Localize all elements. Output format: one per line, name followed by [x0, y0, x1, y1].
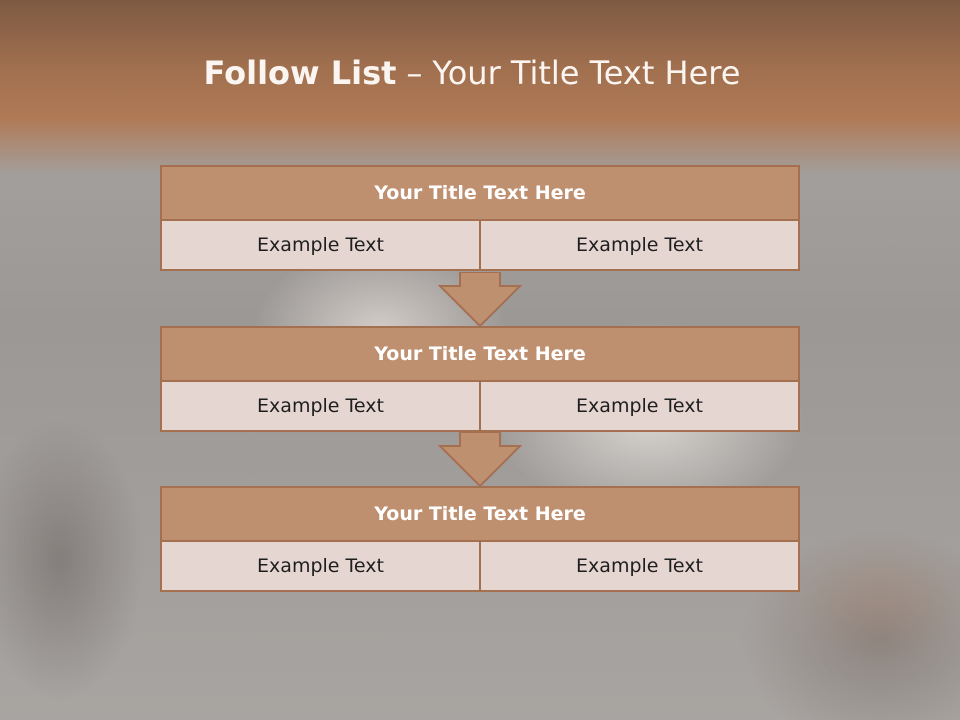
- block-title: Your Title Text Here: [160, 165, 800, 221]
- slide-title-separator: –: [406, 54, 423, 92]
- header-band: [0, 0, 960, 175]
- block-row: Example Text Example Text: [160, 382, 800, 432]
- block-title: Your Title Text Here: [160, 486, 800, 542]
- block-cell-right: Example Text: [479, 221, 798, 269]
- list-block-3: Your Title Text Here Example Text Exampl…: [160, 486, 800, 592]
- block-cell-right: Example Text: [479, 542, 798, 590]
- down-arrow-icon: [438, 432, 522, 488]
- block-cell-left: Example Text: [162, 221, 479, 269]
- block-cell-right: Example Text: [479, 382, 798, 430]
- list-block-1: Your Title Text Here Example Text Exampl…: [160, 165, 800, 271]
- slide-title-bold: Follow List: [203, 54, 397, 92]
- block-cell-left: Example Text: [162, 542, 479, 590]
- block-row: Example Text Example Text: [160, 221, 800, 271]
- block-title: Your Title Text Here: [160, 326, 800, 382]
- down-arrow-icon: [438, 272, 522, 328]
- block-cell-left: Example Text: [162, 382, 479, 430]
- slide-title-text: Your Title Text Here: [432, 54, 741, 92]
- list-block-2: Your Title Text Here Example Text Exampl…: [160, 326, 800, 432]
- block-row: Example Text Example Text: [160, 542, 800, 592]
- slide-title: Follow List–Your Title Text Here: [0, 54, 944, 92]
